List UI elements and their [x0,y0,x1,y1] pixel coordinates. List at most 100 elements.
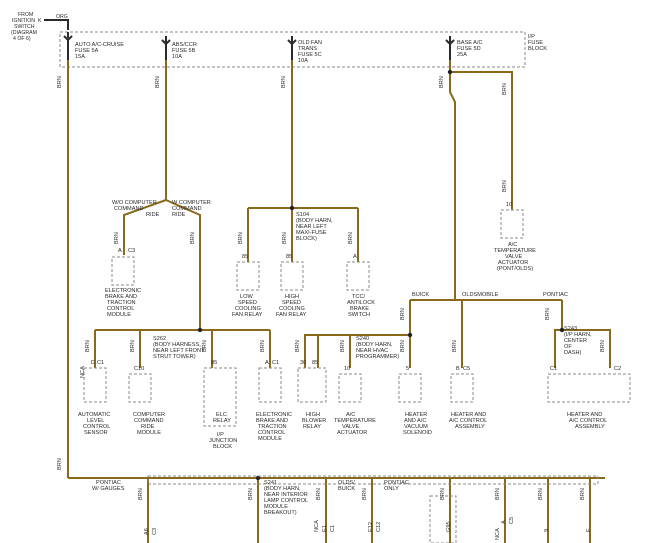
splice-dot [447,69,453,75]
bottom-pin: C5 [509,517,515,524]
wo-ccr-2: RIDE [146,212,160,218]
fuse-5c-line-2: FUSE 5C [298,52,322,58]
bottom-section: S241 (BODY HARN, NEAR INTERIOR LAMP CONT… [92,475,599,543]
ebtcm-mid-4: MODULE [258,436,282,442]
tcc-switch-box [346,261,370,291]
ip-junction-0: I/P [217,432,224,438]
fuse-5c-line-3: 10A [298,58,308,64]
variant-labels: BUICK OLDSMOBILE PONTIAC [412,292,568,298]
wire-w-ccr [165,199,201,330]
brn-label: BRN [155,76,161,88]
s241-3: LAMP CONTROL [264,498,308,504]
high-fan-3: FAN RELAY [276,312,307,318]
bottom-pin: E1 [322,525,328,532]
brn-label: BRN [260,340,266,352]
brn-label: BRN [85,340,91,352]
splice-dot [559,327,565,333]
wire-s104-drops [247,208,359,262]
s241-4: MODULE [264,504,288,510]
pin: 10 [344,366,350,372]
tcc-0: TCC/ [352,294,365,300]
s240-3: PROGRAMMER) [356,354,399,360]
wire-fuse-5d-actuator [449,60,513,210]
brn-label: BRN [138,488,144,500]
fuse-5d-line-2: 25A [457,52,467,58]
heater-vac-2: VACUUM [404,424,428,430]
ac-temp-mid-2: VALVE [342,424,359,430]
fuse-5a-symbol [63,32,73,44]
splice-dot [289,205,295,211]
olds-buick-1: BUICK [338,486,355,492]
ignition-wire [44,19,69,30]
fuse-5d-line-1: FUSE 5D [457,46,481,52]
heater-ctrl-p-box [547,373,631,403]
pin: 85 [211,360,217,366]
brn-label: BRN [348,232,354,244]
fuse-5b-symbol [161,36,171,60]
wires-brown [67,60,611,543]
s243-3: OF [564,344,572,350]
elc-0: ELC [216,412,227,418]
heater-vac-3: SOLENOID [403,430,432,436]
high-fan-0: HIGH [285,294,299,300]
fuse-5c-symbol [287,36,297,60]
wire-pontiac [554,300,611,368]
auto-level-3: SENSOR [84,430,108,436]
wire-s241-drops [147,478,591,543]
auto-level-2: CONTROL [83,424,110,430]
ip-junction-2: BLOCK [213,444,232,450]
brn-label: BRN [452,340,458,352]
tcc-3: SWITCH [348,312,370,318]
s262-0: S262 [153,336,166,342]
nca-label: NCA [495,528,501,540]
fuse-5c-line-0: OLD FAN [298,40,322,46]
ip-fuse-block: I/P FUSE BLOCK AUTO A/C-CRUISE FUSE 5A 1… [59,31,547,68]
ignition-label-0: FROM [18,12,33,18]
heater-ctrl-p-2: ASSEMBLY [575,424,605,430]
brn-label: BRN [295,340,301,352]
wire-s262-drops [94,330,271,368]
w-ccr-0: W COMPUTER [172,200,211,206]
brn-label: BRN [190,232,196,244]
brn-label: BRN [114,232,120,244]
pin: C10 [134,366,144,372]
nca-label: NCA [314,520,320,532]
brn-label: BRN [362,488,368,500]
low-fan-1: SPEED [238,300,257,306]
high-fan-2: COOLING [279,306,305,312]
brn-label: BRN [400,340,406,352]
high-fan-relay-box [280,261,304,291]
fuse-5b-line-2: 10A [172,54,182,60]
ccr-2: RIDE [141,424,155,430]
pin: D [91,360,95,366]
pin: A [353,254,357,260]
high-blower-0: HIGH [306,412,320,418]
s241-2: NEAR INTERIOR [264,492,308,498]
s104-label: S104 (BODY HARN, NEAR LEFT MAXI-FUSE BLO… [296,212,333,242]
pin: 30 [300,360,306,366]
heater-vac-0: HEATER [405,412,427,418]
ebtcm-top-box [111,256,135,286]
s243-0: S243 [564,326,577,332]
pin: A [265,360,269,366]
brn-label: BRN [248,488,254,500]
brn-label: BRN [340,340,346,352]
s104-4: BLOCK) [296,236,317,242]
elc-relay-box [203,367,237,427]
variant-pontiac: PONTIAC [543,292,568,298]
pin: 5 [406,366,409,372]
auto-level-0: AUTOMATIC [78,412,110,418]
splice-labels-mid: S262 (BODY HARNESS, NEAR LEFT FRONT STRU… [153,326,592,360]
ebtcm-top-2: TRACTION [107,300,136,306]
s240-2: NEAR HVAC [356,348,388,354]
bottom-pin: E12 [368,522,374,532]
heater-ctrl-p-1: A/C CONTROL [569,418,607,424]
auto-level-1: LEVEL [87,418,104,424]
pin: 85 [312,360,318,366]
pin: C2 [614,366,621,372]
bottom-pin: 9 [544,529,550,532]
s241-0: S241 [264,480,277,486]
bottom-connector-box [429,495,457,543]
fuse-5a-line-2: 15A [75,54,85,60]
pontiac-gauges-1: W/ GAUGES [92,486,125,492]
